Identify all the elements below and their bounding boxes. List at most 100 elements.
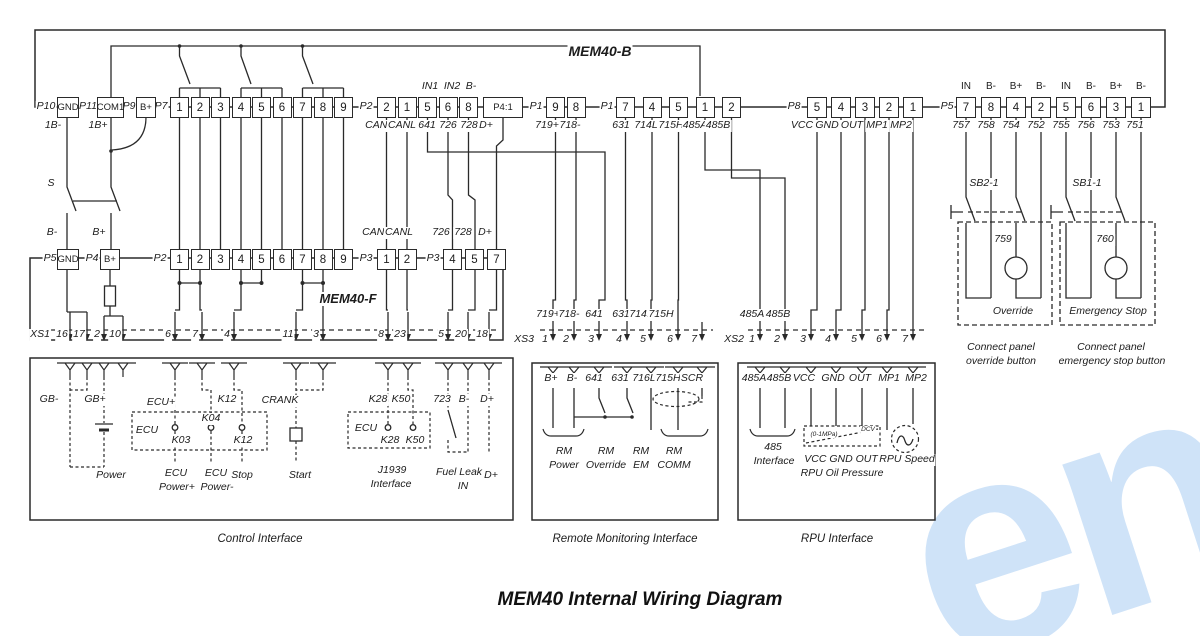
terminal-cell: 6 [1081, 97, 1101, 118]
terminal-cell: 8 [459, 97, 478, 118]
lamp-label: 759 [993, 233, 1013, 246]
wire-label: 726 [431, 226, 451, 239]
wire-label: 641 [417, 119, 437, 132]
connector-label: P5 [42, 252, 58, 265]
connector-label: P7 [153, 100, 169, 113]
function-label: VCC GND OUT [803, 453, 879, 466]
pin-number: 5 [639, 333, 647, 346]
pin-number: 1 [541, 333, 549, 346]
pin-number: 7 [191, 328, 199, 341]
page-title: MEM40 Internal Wiring Diagram [497, 589, 783, 610]
dashed-panel [50, 211, 1156, 331]
terminal-cell: 7 [293, 249, 312, 270]
terminal-cell: 7 [293, 97, 312, 118]
wire-label: VCC [789, 119, 815, 132]
wire-label: 485B [704, 119, 732, 132]
pin-number: 6 [164, 328, 172, 341]
wire-label: 1B- [43, 119, 63, 132]
terminal-cell: 2 [190, 97, 210, 118]
terminal-cell: GND [57, 249, 79, 270]
wire-label: CANL [386, 119, 418, 132]
pin-number: 23 [393, 328, 407, 341]
wire-label: CRANK [260, 394, 300, 407]
connector-label: P1 [599, 100, 615, 113]
ecu-dashed-box [131, 411, 268, 451]
terminal-cell: 4 [231, 249, 251, 270]
comm-dashed-ellipse [652, 390, 700, 408]
switch-s-label: S [46, 177, 56, 190]
panel-caption: Connect panel [966, 341, 1036, 354]
mem40b-box [34, 29, 1166, 108]
pin-number: 3 [312, 328, 320, 341]
override-dashed-box [957, 221, 1053, 326]
terminal-cell: 5 [252, 97, 271, 118]
function-label: COMM [656, 459, 692, 472]
junction-dots [109, 44, 634, 419]
pin-number: 1 [748, 333, 756, 346]
wire-label: 641 [584, 308, 604, 321]
terminal-cell: B+ [136, 97, 156, 118]
xs2-label: XS2 [723, 333, 745, 346]
connector-label: P4 [84, 252, 100, 265]
xs1-label: XS1 [29, 328, 51, 341]
connector-label: P5 [939, 100, 955, 113]
terminal-cell: B- [981, 81, 1001, 92]
connector-label: P10 [35, 100, 57, 113]
terminal-cell: 2 [1031, 97, 1051, 118]
terminal-cell: B- [1081, 81, 1101, 92]
relay-label: K50 [404, 434, 426, 447]
contact-k12 [238, 424, 246, 431]
wire-label: 631 [611, 308, 631, 321]
contact-k04 [207, 424, 215, 431]
wire-label: 758 [976, 119, 996, 132]
terminal-cell: 4 [831, 97, 851, 118]
lamp-759 [1004, 256, 1028, 280]
terminal-cell: 2 [879, 97, 899, 118]
pin-number: 4 [615, 333, 623, 346]
terminal-cell: 3 [211, 97, 230, 118]
terminal-cell: B- [1031, 81, 1051, 92]
control-interface-box [29, 357, 514, 521]
dashed-wires [69, 377, 920, 468]
function-label: RM [631, 445, 651, 458]
wire-label: 485A [738, 308, 766, 321]
function-label: RPU Oil Pressure [799, 467, 885, 480]
connector-label: P9 [121, 100, 137, 113]
override-label: Override [991, 305, 1035, 318]
wire-label: OUT [847, 372, 873, 385]
terminal-cell: 6 [438, 97, 458, 118]
terminal-cell: 3 [211, 249, 230, 270]
pin-number: 18 [475, 328, 489, 341]
pin-number: 4 [824, 333, 832, 346]
arrows [67, 312, 916, 341]
components [103, 256, 1128, 442]
pin-number: 17 [72, 328, 86, 341]
wire-label: B- [457, 393, 471, 406]
pin-number: 10 [108, 328, 122, 341]
terminal-cell: IN [1056, 81, 1076, 92]
wire-label: 714L [633, 119, 659, 132]
wire-label: CANL [383, 226, 415, 239]
wire-label: CANH [364, 119, 396, 132]
terminal-cell: 3 [1106, 97, 1126, 118]
wire-label: 715H [654, 372, 682, 385]
connector-label: P3 [358, 252, 374, 265]
mem40f-box [29, 257, 504, 341]
wire-label: B+ [543, 372, 559, 385]
terminal-cell: 3 [855, 97, 875, 118]
wire-label: 718- [558, 119, 582, 132]
terminal-cell: COM1 [97, 97, 124, 118]
wire-label: B- [45, 226, 59, 239]
wire-label: 715H [657, 119, 685, 132]
terminal-cell: 1 [170, 249, 189, 270]
pin-number: 6 [875, 333, 883, 346]
terminal-cell: 8 [566, 97, 586, 118]
relay-label: K28 [379, 434, 401, 447]
control-interface-caption: Control Interface [216, 533, 304, 546]
wire-label: 719+ [535, 308, 561, 321]
function-label: IN [456, 480, 470, 493]
terminal-cell: 8 [313, 249, 333, 270]
relay-label: K04 [200, 412, 222, 425]
